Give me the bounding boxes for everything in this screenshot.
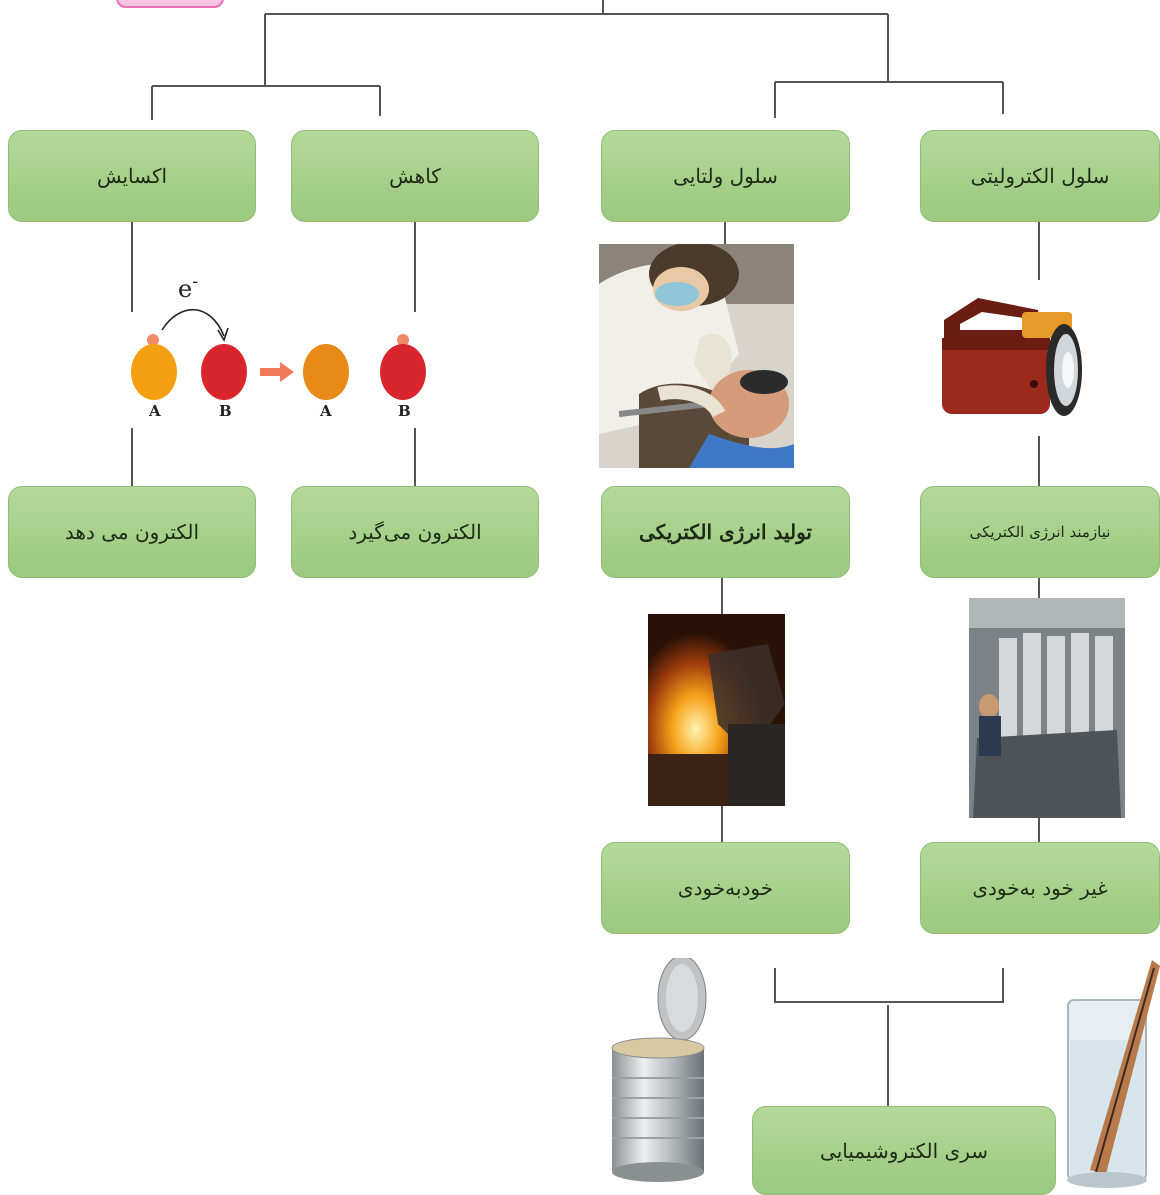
electron-dot [147, 334, 159, 346]
dentist-photo [599, 244, 794, 468]
steel-furnace-photo [648, 614, 785, 806]
node-produces-electricity: تولید انرژی الکتریکی [601, 486, 850, 578]
electroplating-bath-photo [969, 598, 1125, 818]
node-oxidation: اکسایش [8, 130, 256, 222]
atom-b-before [201, 344, 247, 400]
reaction-arrow [260, 362, 294, 382]
node-reduction: کاهش [291, 130, 539, 222]
node-takes-electron: الکترون می‌گیرد [291, 486, 539, 578]
label-a-before: A [148, 402, 161, 420]
node-electrolytic-cell: سلول الکترولیتی [920, 130, 1160, 222]
node-electrochemical-series: سری الکتروشیمیایی [752, 1106, 1056, 1195]
electron-symbol: e- [178, 271, 198, 303]
label-b-after: B [398, 402, 411, 420]
flashlight-icon [938, 290, 1088, 436]
atom-a-before [131, 344, 177, 400]
node-spontaneous: خودبه‌خودی [601, 842, 850, 934]
electron-dot-after [397, 334, 409, 346]
pink-tab-decoration [116, 0, 224, 8]
node-needs-electricity: نیازمند انرژی الکتریکی [920, 486, 1160, 578]
tin-can-icon [608, 958, 710, 1184]
label-a-after: A [319, 402, 332, 420]
node-non-spontaneous: غیر خود به‌خودی [920, 842, 1160, 934]
electron-transfer-diagram: e- A B A B [131, 271, 426, 420]
label-b-before: B [219, 402, 232, 420]
node-gives-electron: الکترون می دهد [8, 486, 256, 578]
copper-strip-beaker-icon [1060, 960, 1160, 1190]
atom-b-after [380, 344, 426, 400]
electron-transfer-arrow [161, 308, 225, 337]
atom-a-after [303, 344, 349, 400]
node-voltaic-cell: سلول ولتایی [601, 130, 850, 222]
